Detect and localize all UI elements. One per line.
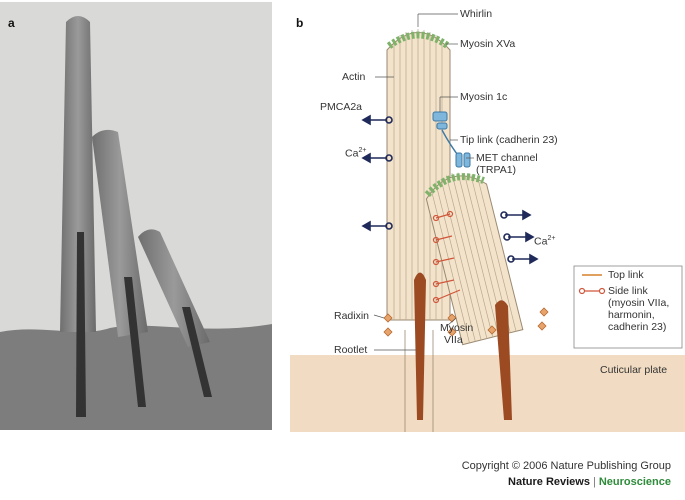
legend-side-link-detail-1: (myosin VIIa, xyxy=(608,297,670,309)
stereocilia-schematic xyxy=(290,13,685,432)
legend-box xyxy=(573,265,683,349)
label-tip-link: Tip link (cadherin 23) xyxy=(460,134,558,146)
legend-side-link-detail-2: harmonin, xyxy=(608,309,655,321)
middle-rootlet xyxy=(124,277,146,407)
radixin-markers xyxy=(383,307,549,337)
panel-b-letter: b xyxy=(296,16,304,30)
pmca2a-pumps-short xyxy=(500,209,539,265)
journal-section: Neuroscience xyxy=(598,476,671,488)
label-myosin-viia-line2: VIIa xyxy=(444,334,463,346)
label-whirlin: Whirlin xyxy=(460,8,493,20)
label-actin: Actin xyxy=(342,71,366,83)
short-rootlet xyxy=(182,307,212,397)
label-ca-right: Ca2+ xyxy=(534,235,556,248)
credit-separator: | xyxy=(592,476,596,488)
tall-stereocilium xyxy=(60,16,96,332)
label-myosin-1c: Myosin 1c xyxy=(460,91,508,103)
journal-name: Nature Reviews xyxy=(508,476,590,488)
stereocilia-micrograph xyxy=(0,16,272,430)
legend-side-link-detail-3: cadherin 23) xyxy=(608,321,667,333)
side-links xyxy=(432,210,461,304)
pmca2a-pumps xyxy=(361,114,393,232)
label-rootlet: Rootlet xyxy=(334,344,368,356)
label-myosin-xva: Myosin XVa xyxy=(460,38,516,50)
label-pmca2a: PMCA2a xyxy=(320,101,363,113)
legend-side-link-swatch xyxy=(578,287,606,295)
label-met-channel-line2: (TRPA1) xyxy=(476,164,517,176)
tall-rootlet xyxy=(414,272,426,420)
label-met-channel-line1: MET channel xyxy=(476,152,538,164)
leader-lines xyxy=(373,13,474,351)
myosin-1c-motor xyxy=(432,111,448,130)
met-channel xyxy=(455,152,471,168)
label-radixin: Radixin xyxy=(334,310,370,322)
panel-a-letter: a xyxy=(8,16,15,30)
middle-stereocilium xyxy=(92,129,148,337)
label-cuticular-plate: Cuticular plate xyxy=(600,364,668,376)
legend-top-link-label: Top link xyxy=(608,269,644,281)
legend-side-link-label: Side link xyxy=(608,285,648,297)
micrograph-panel xyxy=(0,2,272,430)
tall-rootlet xyxy=(76,232,86,417)
cuticular-plate-band xyxy=(290,355,685,432)
label-myosin-viia-line1: Myosin xyxy=(440,322,474,334)
journal-credit: Nature Reviews|Neuroscience xyxy=(508,476,671,488)
schematic-panel: Whirlin Myosin XVa Actin PMCA2a Myosin 1… xyxy=(290,0,685,432)
label-ca-left: Ca2+ xyxy=(345,147,367,160)
short-rootlet xyxy=(495,300,512,420)
copyright-line: Copyright © 2006 Nature Publishing Group xyxy=(461,460,671,472)
